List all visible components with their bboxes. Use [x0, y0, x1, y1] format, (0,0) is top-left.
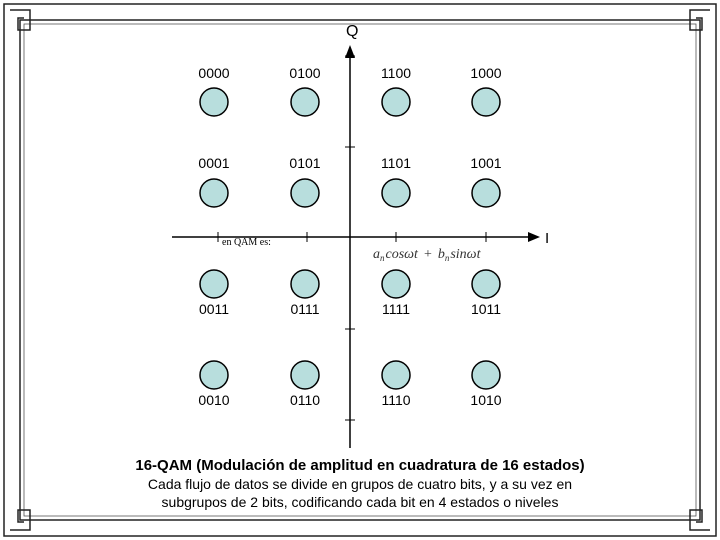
point-marker: [199, 269, 229, 299]
point-label: 1101: [381, 155, 411, 171]
point-label: 0101: [289, 155, 320, 171]
overlay-text: en QAM es:: [222, 237, 271, 248]
point-marker: [290, 178, 320, 208]
constellation-point-1011: 1011: [471, 269, 501, 317]
constellation-points: 0000 0100 1100 1000 0001 0101 1101 1001 0011 0111…: [198, 65, 501, 408]
constellation-point-0110: 0110: [290, 360, 320, 408]
inner-border: [19, 19, 701, 521]
point-label: 0110: [290, 392, 320, 408]
point-label: 0111: [290, 301, 319, 317]
point-marker: [381, 269, 411, 299]
point-label: 1011: [471, 301, 501, 317]
point-label: 1010: [470, 392, 501, 408]
point-label: 1110: [381, 392, 410, 408]
point-label: 0010: [198, 392, 229, 408]
constellation-point-1001: 1001: [470, 155, 502, 208]
formula-plus: +: [424, 247, 432, 262]
i-axis-label: I: [545, 230, 549, 247]
corner-ornament-bottom-left: [10, 509, 31, 531]
point-marker: [471, 178, 501, 208]
point-marker: [290, 87, 320, 117]
point-marker: [199, 360, 229, 390]
point-label: 0000: [198, 65, 229, 81]
point-marker: [290, 269, 320, 299]
constellation-point-0001: 0001: [198, 155, 230, 208]
constellation-point-0011: 0011: [199, 269, 229, 317]
corner-ornament-top-left: [10, 9, 31, 31]
formula-a: a: [373, 247, 380, 262]
point-label: 1100: [381, 65, 411, 81]
formula-n1: n: [380, 253, 385, 263]
axis-ticks: [217, 55, 487, 421]
point-marker: [381, 178, 411, 208]
constellation-point-0100: 0100: [289, 65, 321, 117]
formula-cos: cosωt: [386, 247, 420, 262]
caption-title: 16-QAM (Modulación de amplitud en cuadra…: [135, 457, 585, 474]
point-marker: [471, 87, 501, 117]
point-label: 0001: [198, 155, 229, 171]
point-marker: [471, 269, 501, 299]
point-label: 1001: [470, 155, 501, 171]
constellation-point-1101: 1101: [381, 155, 411, 208]
point-label: 1111: [382, 301, 410, 317]
i-axis-arrowhead: [528, 232, 540, 242]
formula-sin: sinωt: [450, 247, 481, 262]
constellation-point-1110: 1110: [381, 360, 411, 408]
point-label: 0011: [199, 301, 229, 317]
point-marker: [471, 360, 501, 390]
formula-n2: n: [445, 253, 450, 263]
point-label: 1000: [470, 65, 501, 81]
q-axis-arrowhead: [345, 45, 355, 58]
constellation-point-0000: 0000: [198, 65, 230, 117]
q-axis-label: Q: [346, 23, 358, 40]
point-marker: [290, 360, 320, 390]
formula: ancosωt+bnsinωt: [373, 247, 482, 263]
constellation-point-1010: 1010: [470, 360, 502, 408]
point-marker: [381, 87, 411, 117]
inner-border-thin: [23, 23, 697, 517]
point-marker: [381, 360, 411, 390]
constellation-point-1100: 1100: [381, 65, 411, 117]
point-label: 0100: [289, 65, 320, 81]
corner-ornament-bottom-right: [689, 509, 710, 531]
point-marker: [199, 178, 229, 208]
formula-b: b: [438, 247, 445, 262]
constellation-point-1000: 1000: [470, 65, 502, 117]
caption-line-1: Cada flujo de datos se divide en grupos …: [147, 476, 573, 492]
constellation-point-0010: 0010: [198, 360, 230, 408]
caption-line-2: subgrupos de 2 bits, codificando cada bi…: [161, 494, 559, 510]
outer-border: [3, 3, 717, 537]
point-marker: [199, 87, 229, 117]
constellation-point-0101: 0101: [289, 155, 321, 208]
corner-ornament-top-right: [689, 9, 710, 31]
constellation-point-1111: 1111: [381, 269, 411, 317]
constellation-point-0111: 0111: [290, 269, 320, 317]
